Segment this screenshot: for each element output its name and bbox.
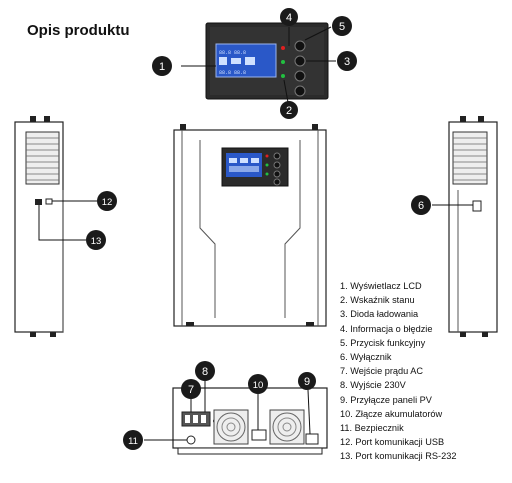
function-button[interactable] bbox=[294, 85, 306, 97]
fan-left bbox=[213, 409, 249, 445]
function-button[interactable] bbox=[294, 55, 306, 67]
svg-text:88.8 88.8: 88.8 88.8 bbox=[219, 50, 246, 56]
charge-led bbox=[281, 60, 285, 64]
callout-8: 8 bbox=[195, 361, 215, 381]
svg-text:2: 2 bbox=[286, 105, 292, 117]
legend-item: 10. Złącze akumulatorów bbox=[340, 408, 443, 419]
svg-text:3: 3 bbox=[344, 56, 350, 68]
legend-item: 1. Wyświetlacz LCD bbox=[340, 281, 422, 291]
svg-text:9: 9 bbox=[304, 376, 310, 388]
legend-item: 3. Dioda ładowania bbox=[340, 309, 419, 320]
callout-5: 5 bbox=[332, 16, 352, 36]
inverter-left-side-view bbox=[14, 116, 97, 337]
parts-legend: 1. Wyświetlacz LCD 2. Wskaźnik stanu 3. … bbox=[340, 279, 456, 464]
function-button[interactable] bbox=[294, 40, 306, 52]
legend-item: 9. Przyłącze paneli PV bbox=[340, 394, 432, 405]
svg-text:6: 6 bbox=[418, 200, 424, 212]
power-switch[interactable] bbox=[472, 200, 482, 212]
usb-port bbox=[45, 198, 53, 205]
legend-item: 12. Port komunikacji USB bbox=[340, 437, 445, 448]
svg-text:7: 7 bbox=[188, 384, 194, 396]
callout-7: 7 bbox=[181, 379, 201, 399]
fuse bbox=[186, 435, 196, 445]
svg-text:8: 8 bbox=[202, 366, 208, 378]
svg-text:5: 5 bbox=[339, 21, 345, 33]
page-title: Opis produktu bbox=[27, 22, 130, 39]
inverter-right-side-view bbox=[432, 116, 498, 337]
legend-item: 4. Informacja o błędzie bbox=[340, 323, 433, 334]
legend-item: 5. Przycisk funkcyjny bbox=[340, 337, 426, 348]
callout-6: 6 bbox=[411, 195, 431, 215]
callout-9: 9 bbox=[298, 372, 316, 390]
callout-13: 13 bbox=[86, 230, 106, 250]
svg-text:88.8 88.8: 88.8 88.8 bbox=[219, 70, 246, 76]
rs232-port bbox=[35, 199, 42, 205]
legend-item: 13. Port komunikacji RS-232 bbox=[340, 451, 457, 462]
legend-item: 8. Wyjście 230V bbox=[340, 380, 406, 391]
callout-12: 12 bbox=[97, 191, 117, 211]
inverter-bottom-view bbox=[144, 381, 328, 455]
status-led bbox=[281, 74, 285, 78]
svg-text:11: 11 bbox=[128, 436, 138, 447]
svg-text:1: 1 bbox=[159, 61, 165, 73]
callout-11: 11 bbox=[123, 430, 143, 450]
svg-text:4: 4 bbox=[286, 12, 292, 24]
svg-text:12: 12 bbox=[102, 197, 113, 208]
svg-text:10: 10 bbox=[253, 380, 264, 391]
pv-connector bbox=[305, 433, 319, 445]
callout-2: 2 bbox=[280, 101, 298, 119]
inverter-front-view bbox=[173, 124, 327, 327]
fan-right bbox=[269, 409, 305, 445]
battery-connector bbox=[251, 429, 267, 441]
legend-item: 11. Bezpiecznik bbox=[340, 423, 404, 434]
callout-4: 4 bbox=[280, 8, 298, 26]
callout-10: 10 bbox=[248, 374, 268, 394]
fault-led bbox=[281, 46, 285, 50]
legend-item: 2. Wskaźnik stanu bbox=[340, 295, 415, 306]
legend-item: 6. Wyłącznik bbox=[340, 352, 392, 363]
callout-1: 1 bbox=[152, 56, 172, 76]
control-panel-closeup: 88.8 88.8 88.8 88.8 bbox=[181, 22, 336, 109]
function-button[interactable] bbox=[294, 70, 306, 82]
callout-3: 3 bbox=[337, 51, 357, 71]
legend-item: 7. Wejście prądu AC bbox=[340, 366, 424, 377]
svg-text:13: 13 bbox=[91, 236, 102, 247]
